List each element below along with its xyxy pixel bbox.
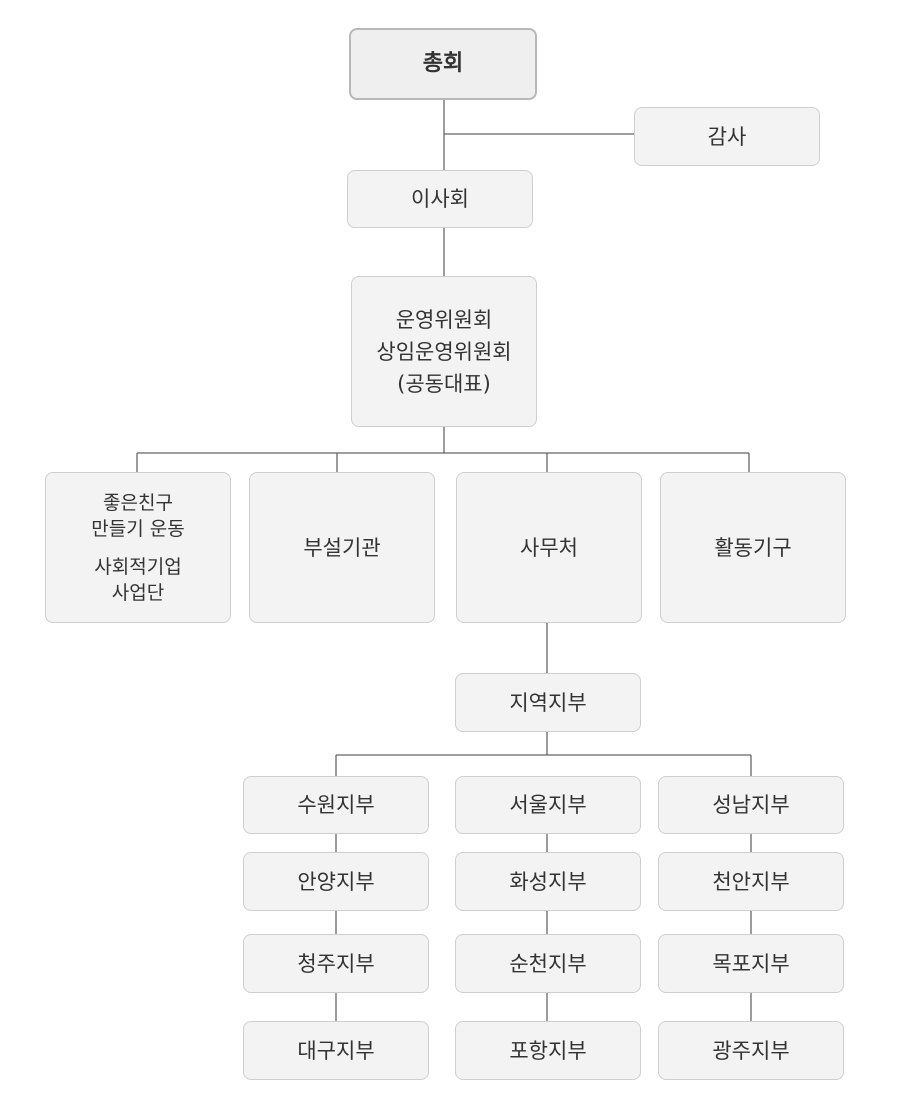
node-general-assembly: 총회: [349, 28, 537, 100]
node-social-line1: 좋은친구: [103, 491, 173, 514]
branch-label: 광주지부: [712, 1038, 790, 1063]
node-branch-pohang: 포항지부: [455, 1021, 641, 1080]
node-branch-gwangju: 광주지부: [658, 1021, 844, 1080]
node-affiliated-label: 부설기관: [303, 535, 381, 560]
branch-label: 성남지부: [712, 793, 790, 817]
node-secretariat-label: 사무처: [520, 535, 578, 560]
node-branch-daegu: 대구지부: [243, 1021, 429, 1080]
node-branch-suncheon: 순천지부: [455, 934, 641, 993]
node-branch-mokpo: 목포지부: [658, 934, 844, 993]
node-committee-line3: (공동대표): [397, 371, 491, 396]
branch-label: 청주지부: [297, 951, 375, 976]
node-branch-seoul: 서울지부: [455, 776, 641, 834]
branch-label: 목포지부: [712, 951, 790, 976]
node-regional-label: 지역지부: [509, 690, 587, 715]
node-branch-suwon: 수원지부: [243, 776, 429, 834]
branch-label: 안양지부: [297, 869, 375, 894]
node-board-label: 이사회: [411, 187, 469, 211]
branch-label: 대구지부: [297, 1038, 375, 1063]
node-general-assembly-label: 총회: [422, 51, 464, 76]
node-regional: 지역지부: [455, 673, 641, 732]
branch-label: 화성지부: [509, 869, 587, 894]
node-social-enterprise: 좋은친구 만들기 운동 사회적기업 사업단: [45, 472, 231, 623]
branch-label: 서울지부: [509, 793, 587, 817]
node-audit-label: 감사: [707, 124, 747, 149]
node-affiliated: 부설기관: [249, 472, 435, 623]
node-committee-line2: 상임운영위원회: [376, 339, 512, 364]
node-branch-seongnam: 성남지부: [658, 776, 844, 834]
node-branch-cheonan: 천안지부: [658, 852, 844, 911]
node-social-line2: 만들기 운동: [91, 517, 185, 540]
branch-label: 포항지부: [509, 1038, 587, 1063]
node-branch-cheongju: 청주지부: [243, 934, 429, 993]
node-social-line4: 사업단: [111, 581, 165, 604]
node-social-line3: 사회적기업: [94, 555, 182, 578]
node-branch-hwaseong: 화성지부: [455, 852, 641, 911]
node-branch-anyang: 안양지부: [243, 852, 429, 911]
node-activity: 활동기구: [660, 472, 846, 623]
branch-label: 천안지부: [712, 869, 790, 894]
branch-label: 수원지부: [297, 793, 375, 817]
node-secretariat: 사무처: [456, 472, 642, 623]
node-activity-label: 활동기구: [714, 535, 792, 560]
node-board: 이사회: [347, 170, 533, 228]
node-committee-line1: 운영위원회: [395, 307, 493, 332]
node-audit: 감사: [634, 107, 820, 166]
node-committee: 운영위원회 상임운영위원회 (공동대표): [351, 276, 537, 427]
branch-label: 순천지부: [509, 951, 587, 976]
